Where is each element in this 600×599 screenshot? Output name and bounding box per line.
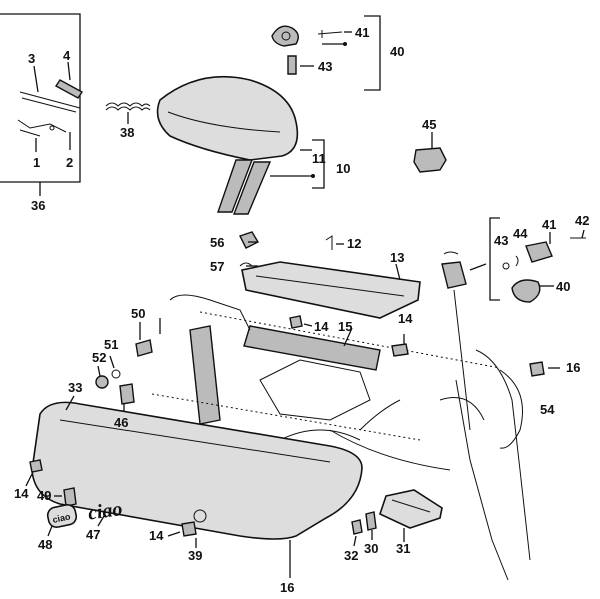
label-14-right: 14 [398, 311, 413, 326]
label-31: 31 [396, 541, 410, 556]
label-4: 4 [63, 48, 71, 63]
label-10: 10 [336, 161, 350, 176]
label-16-bottom: 16 [280, 580, 294, 595]
label-2: 2 [66, 155, 73, 170]
rack-part-13 [239, 231, 421, 319]
ciao-emblem-text: ciao [87, 498, 124, 525]
label-49: 49 [37, 488, 51, 503]
label-47: 47 [86, 527, 100, 542]
label-40-top: 40 [390, 44, 404, 59]
label-14-left: 14 [14, 486, 29, 501]
label-15: 15 [338, 319, 352, 334]
bracket-group-right [489, 217, 586, 303]
label-45: 45 [422, 117, 436, 132]
label-50: 50 [131, 306, 145, 321]
label-43-top: 43 [318, 59, 332, 74]
label-16-right: 16 [566, 360, 580, 375]
label-33: 33 [68, 380, 82, 395]
label-1: 1 [33, 155, 40, 170]
part-38-spring [105, 102, 151, 124]
label-42: 42 [575, 213, 589, 228]
label-44: 44 [513, 226, 528, 241]
ciao-badge-small-text: ciao [52, 511, 72, 525]
label-38: 38 [120, 125, 134, 140]
label-40-right: 40 [556, 279, 570, 294]
label-48: 48 [38, 537, 52, 552]
label-36: 36 [31, 198, 45, 213]
label-41-right: 41 [542, 217, 556, 232]
label-14-bottom: 14 [149, 528, 164, 543]
label-52: 52 [92, 350, 106, 365]
seat-saddle [156, 75, 325, 215]
label-46: 46 [114, 415, 128, 430]
label-43-right: 43 [494, 233, 508, 248]
screw-16-right [529, 361, 560, 377]
label-39: 39 [188, 548, 202, 563]
left-small-parts [95, 322, 153, 414]
label-30: 30 [364, 541, 378, 556]
steering-tube [439, 251, 531, 581]
badge-parts [25, 459, 291, 578]
bracket-group-36 [0, 13, 84, 196]
label-12: 12 [347, 236, 361, 251]
label-13: 13 [390, 250, 404, 265]
label-3: 3 [28, 51, 35, 66]
side-panel-33 [31, 395, 363, 540]
part-number-labels: 1 2 3 4 36 38 41 43 40 11 10 45 56 12 57… [14, 25, 589, 595]
clamp-group-40 [271, 15, 381, 91]
part-45-bracket [413, 132, 447, 173]
label-14-center: 14 [314, 319, 329, 334]
label-11: 11 [312, 151, 326, 166]
label-32: 32 [344, 548, 358, 563]
pedal-assembly [351, 489, 443, 547]
label-51: 51 [104, 337, 118, 352]
label-57: 57 [210, 259, 224, 274]
label-54: 54 [540, 402, 555, 417]
label-41-top: 41 [355, 25, 369, 40]
label-56: 56 [210, 235, 224, 250]
frame-body [151, 294, 501, 471]
